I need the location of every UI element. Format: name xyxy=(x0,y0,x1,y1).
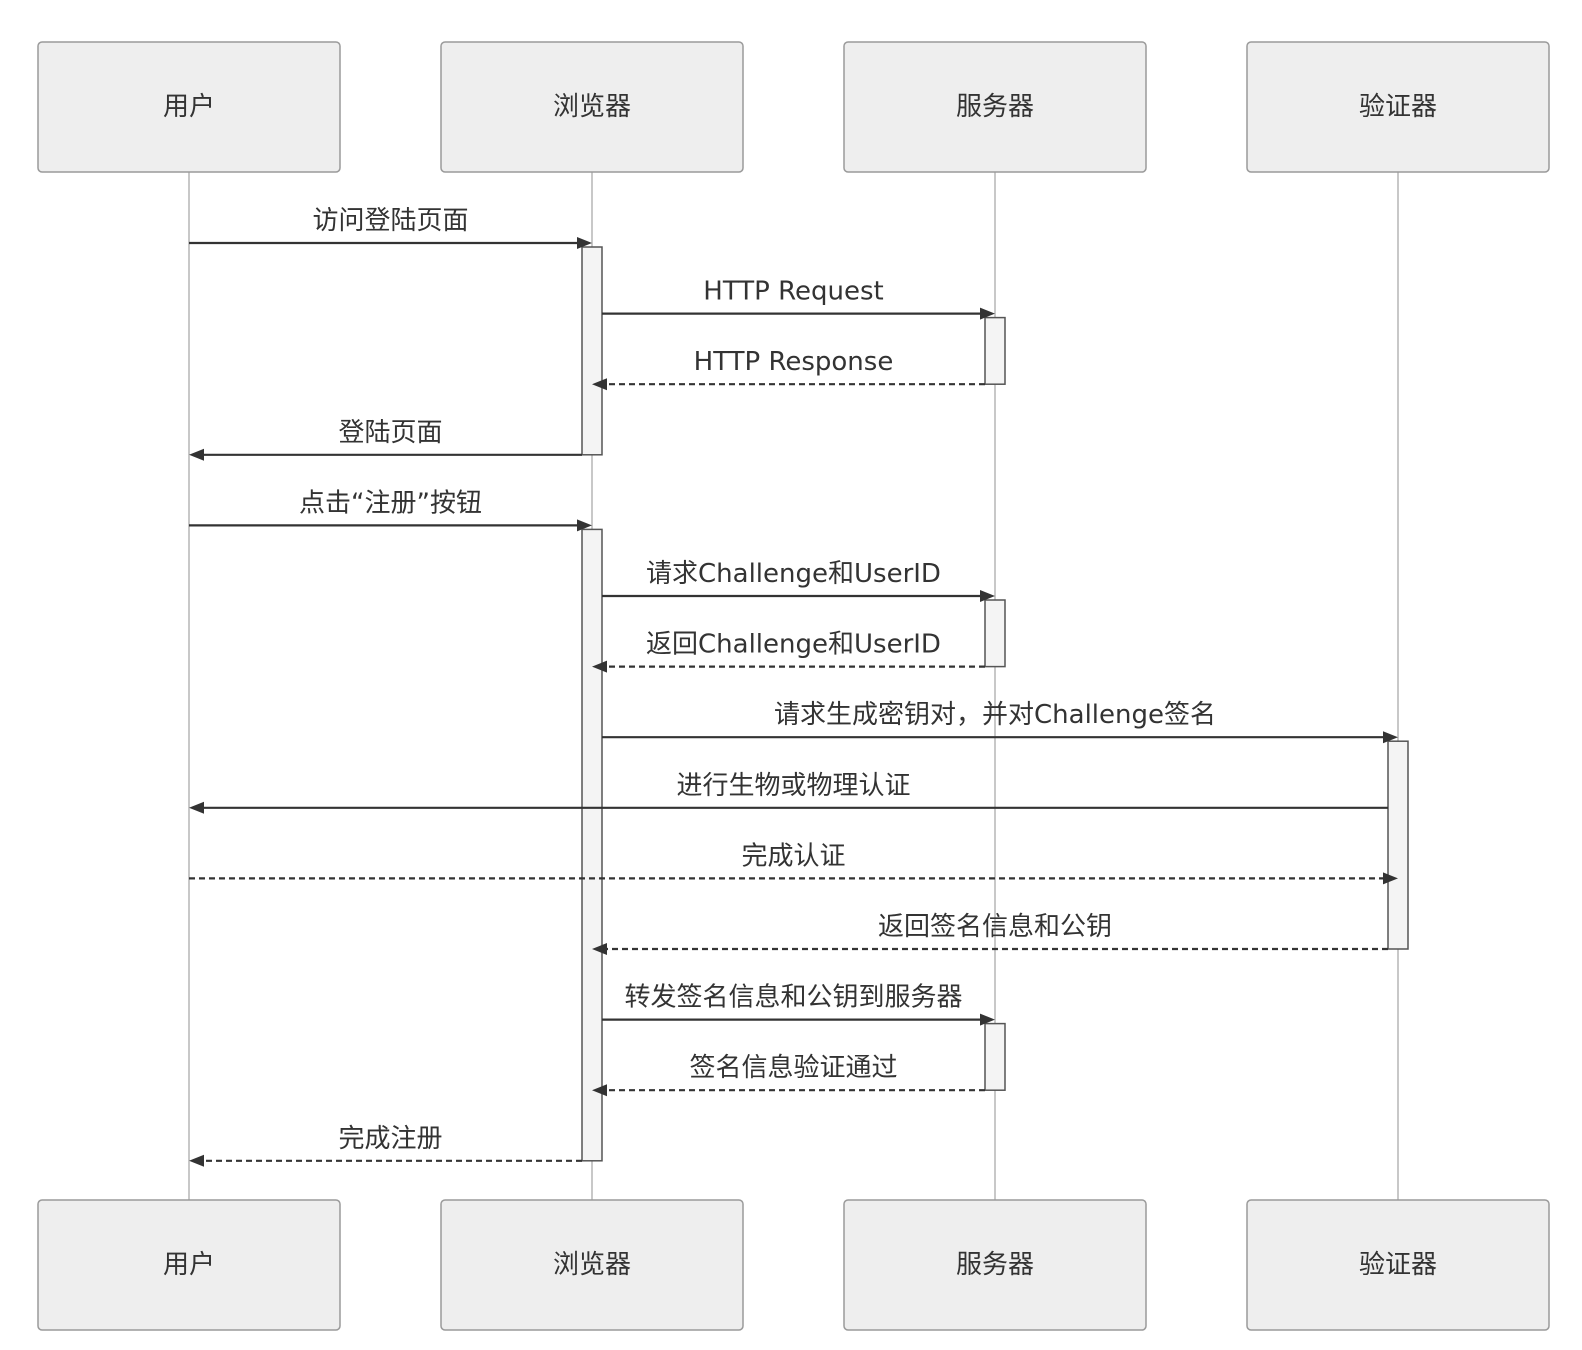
message: 请求Challenge和UserID xyxy=(602,559,995,602)
arrowhead xyxy=(592,1084,607,1097)
message-label: 请求生成密钥对，并对Challenge签名 xyxy=(774,700,1216,730)
participant-user-top: 用户 xyxy=(37,41,341,173)
participant-box xyxy=(1246,1199,1550,1331)
message: 完成认证 xyxy=(189,841,1398,885)
lifelines xyxy=(188,172,1399,1200)
message: 访问登陆页面 xyxy=(189,206,592,249)
activation-bar-server xyxy=(984,599,1006,668)
message: 点击“注册”按钮 xyxy=(189,488,592,532)
participant-browser-bottom: 浏览器 xyxy=(440,1199,744,1331)
message-label: 请求Challenge和UserID xyxy=(646,559,941,589)
activation-bar-server xyxy=(984,316,1006,385)
message-label: 访问登陆页面 xyxy=(312,206,468,236)
participants-top: 用户 浏览器 服务器 验证器 xyxy=(37,41,1550,173)
participant-server-top: 服务器 xyxy=(843,41,1147,173)
arrowhead xyxy=(577,237,592,249)
participant-label: 用户 xyxy=(163,92,215,122)
message-label: 完成认证 xyxy=(741,841,845,871)
message: 进行生物或物理认证 xyxy=(189,771,1388,814)
participant-box xyxy=(843,1199,1147,1331)
arrowhead xyxy=(980,590,995,602)
message-label: 返回签名信息和公钥 xyxy=(878,912,1112,942)
message-label: 登陆页面 xyxy=(338,418,442,448)
arrowhead xyxy=(592,378,607,391)
participant-browser-top: 浏览器 xyxy=(440,41,744,173)
message: 返回Challenge和UserID xyxy=(592,630,985,673)
participant-label: 服务器 xyxy=(956,92,1034,122)
message-label: 返回Challenge和UserID xyxy=(646,630,941,660)
message: 完成注册 xyxy=(189,1124,582,1167)
participant-box xyxy=(843,41,1147,173)
message-label: 进行生物或物理认证 xyxy=(676,771,910,801)
arrowhead xyxy=(189,1154,204,1167)
activation-bar-server xyxy=(984,1022,1006,1091)
message: 转发签名信息和公钥到服务器 xyxy=(602,983,995,1026)
arrowhead xyxy=(980,1013,995,1026)
message-label: 完成注册 xyxy=(338,1124,442,1154)
participant-label: 验证器 xyxy=(1359,92,1437,122)
participant-box xyxy=(440,41,744,173)
arrowhead xyxy=(592,660,607,673)
message: 签名信息验证通过 xyxy=(592,1053,985,1097)
arrowhead xyxy=(592,943,607,955)
arrowhead xyxy=(577,519,592,532)
message: 登陆页面 xyxy=(189,418,582,461)
arrowhead xyxy=(189,448,204,461)
participant-box xyxy=(440,1199,744,1331)
message-label: 转发签名信息和公钥到服务器 xyxy=(624,983,962,1013)
participant-user-bottom: 用户 xyxy=(37,1199,341,1331)
arrowhead xyxy=(1383,731,1398,744)
message: 请求生成密钥对，并对Challenge签名 xyxy=(602,700,1398,744)
activation-bar-browser xyxy=(581,528,603,1162)
participant-box xyxy=(37,1199,341,1331)
participant-label: 浏览器 xyxy=(553,1250,631,1280)
message-label: 点击“注册”按钮 xyxy=(299,488,482,518)
participants-bottom: 用户 浏览器 服务器 验证器 xyxy=(37,1199,1550,1331)
participant-box xyxy=(1246,41,1550,173)
participant-authenticator-bottom: 验证器 xyxy=(1246,1199,1550,1331)
arrowhead xyxy=(980,307,995,320)
participant-server-bottom: 服务器 xyxy=(843,1199,1147,1331)
message-label: 签名信息验证通过 xyxy=(689,1053,897,1083)
participant-label: 用户 xyxy=(163,1250,215,1280)
participant-label: 服务器 xyxy=(956,1250,1034,1280)
activation-bar-browser xyxy=(581,246,603,456)
message: HTTP Response xyxy=(592,347,985,391)
arrowhead xyxy=(1383,872,1398,885)
activation-bar-authenticator xyxy=(1387,740,1409,950)
message-label: HTTP Response xyxy=(694,347,894,377)
activation-bars xyxy=(581,246,1409,1162)
message-label: HTTP Request xyxy=(703,277,883,307)
arrowhead xyxy=(189,801,204,814)
participant-label: 验证器 xyxy=(1359,1250,1437,1280)
participant-label: 浏览器 xyxy=(553,92,631,122)
message: 返回签名信息和公钥 xyxy=(592,912,1388,955)
participant-authenticator-top: 验证器 xyxy=(1246,41,1550,173)
participant-box xyxy=(37,41,341,173)
message: HTTP Request xyxy=(602,277,995,320)
